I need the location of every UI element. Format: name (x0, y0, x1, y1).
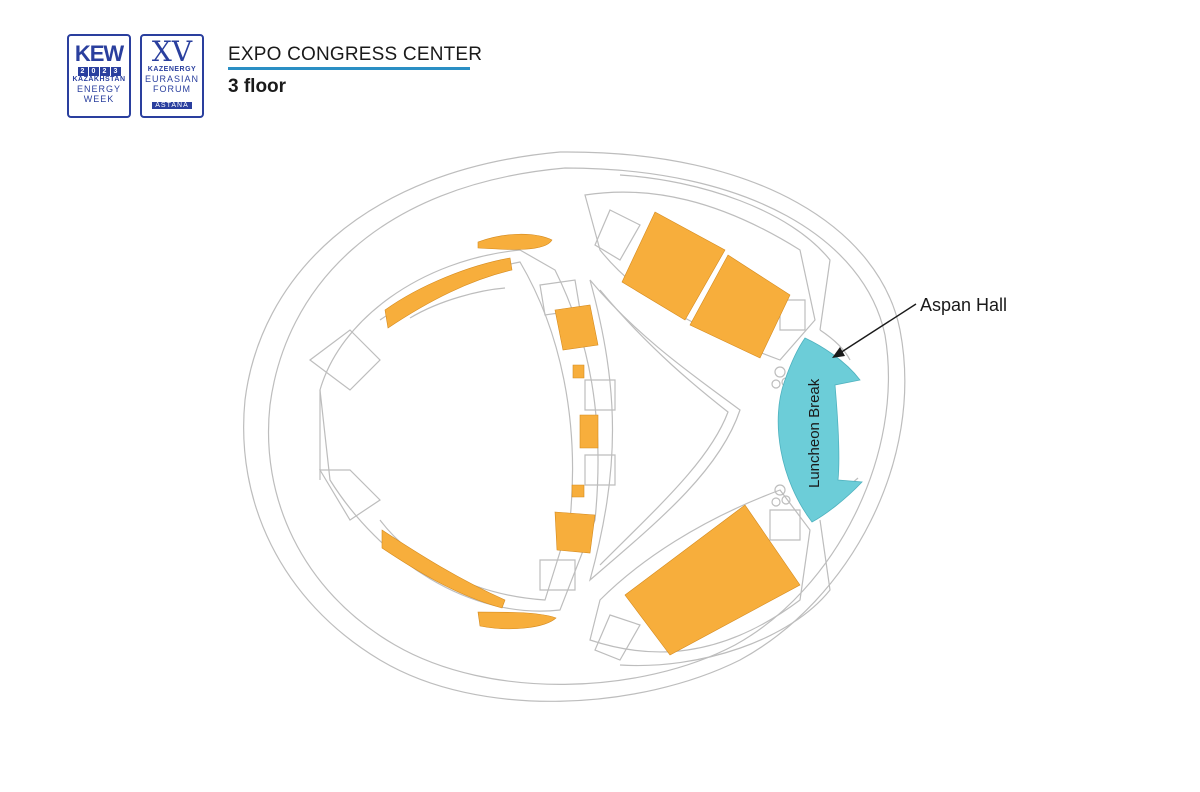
room-upper-hall-left (621, 211, 726, 321)
room-left-bottom-arc (381, 529, 506, 609)
room-arc-a (554, 304, 599, 351)
kew-year-digit: 2 (99, 67, 110, 76)
venue-title: EXPO CONGRESS CENTER (228, 44, 483, 65)
forum-logo-line4: ASTANA (152, 102, 192, 109)
forum-logo-line3: FORUM (153, 84, 191, 94)
callout-arrow-head (832, 347, 845, 358)
floor-label: 3 floor (228, 76, 287, 97)
title-underline (228, 67, 470, 70)
kew-year-digit: 2 (77, 67, 88, 76)
room-upper-hall-right (689, 254, 791, 359)
callout-arrow-line (839, 303, 917, 354)
room-arc-c (579, 414, 599, 449)
room-lower-hall (624, 504, 801, 656)
kew-year-digit: 0 (88, 67, 99, 76)
forum-logo: XV KAZENERGY EURASIAN FORUM ASTANA (140, 34, 204, 118)
forum-logo-numeral: XV (151, 35, 193, 68)
meeting-rooms (381, 211, 801, 656)
room-arc-d (571, 484, 585, 498)
aspan-hall-callout: Aspan Hall (920, 295, 1007, 315)
room-arc-e (554, 511, 596, 554)
room-left-top-curve (477, 233, 553, 250)
kew-logo-line2: ENERGY (76, 84, 121, 94)
room-left-bottom-curve (477, 611, 557, 630)
luncheon-break-label: Luncheon Break (806, 378, 823, 488)
room-left-top-arc (384, 257, 513, 329)
forum-logo-line2: EURASIAN (144, 74, 199, 84)
kew-logo-line1: KAZAKHSTAN (72, 76, 126, 83)
forum-logo-line1: KAZENERGY (147, 66, 197, 73)
kew-logo-mark: KEW (74, 41, 124, 66)
aspan-hall-zone (777, 337, 863, 523)
kew-logo: KEW 2 0 2 3 KAZAKHSTAN ENERGY WEEK (67, 34, 131, 118)
kew-logo-line3: WEEK (83, 94, 115, 104)
kew-year-digit: 3 (110, 67, 121, 76)
kew-logo-year: 2 0 2 3 (69, 67, 129, 76)
room-arc-b (572, 364, 585, 379)
